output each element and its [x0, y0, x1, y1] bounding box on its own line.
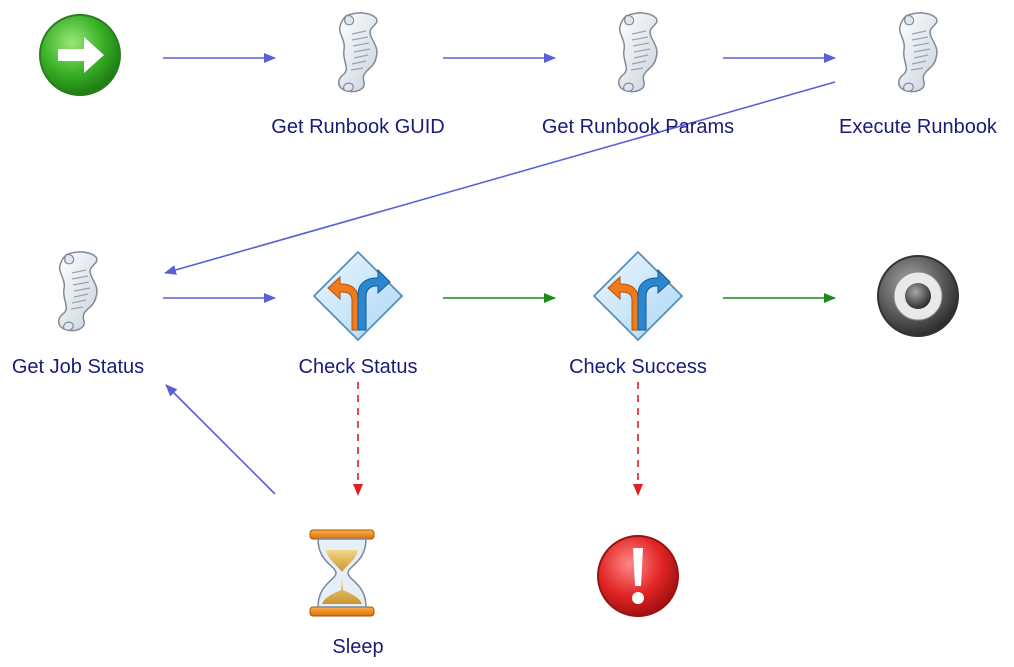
node-execute-runbook[interactable] — [897, 12, 938, 93]
node-get-runbook-guid[interactable] — [337, 12, 378, 93]
node-label-check-success: Check Success — [569, 356, 707, 378]
hourglass-icon — [309, 529, 375, 617]
node-check-status[interactable] — [313, 251, 403, 341]
script-scroll-icon — [617, 12, 658, 93]
connector-sleep-to-get-job-status[interactable] — [165, 384, 276, 495]
node-label-execute-runbook: Execute Runbook — [839, 116, 997, 138]
node-start[interactable] — [39, 14, 121, 96]
script-scroll-icon — [57, 251, 98, 332]
activities — [39, 12, 959, 617]
connectors — [163, 53, 836, 496]
error-exclamation-icon — [597, 535, 679, 617]
branch-decision-icon — [593, 251, 683, 341]
node-label-get-job-status: Get Job Status — [11, 356, 145, 378]
node-label-get-runbook-params: Get Runbook Params — [541, 116, 735, 138]
node-error[interactable] — [597, 535, 679, 617]
node-end[interactable] — [877, 255, 959, 337]
node-get-runbook-params[interactable] — [617, 12, 658, 93]
node-get-job-status[interactable] — [57, 251, 98, 332]
start-arrow-icon — [39, 14, 121, 96]
node-check-success[interactable] — [593, 251, 683, 341]
branch-decision-icon — [313, 251, 403, 341]
node-label-get-runbook-guid: Get Runbook GUID — [271, 116, 445, 138]
node-sleep[interactable] — [309, 529, 375, 617]
script-scroll-icon — [897, 12, 938, 93]
connector-execute-runbook-to-get-job-status[interactable] — [164, 81, 836, 275]
end-target-icon — [877, 255, 959, 337]
node-label-check-status: Check Status — [298, 356, 418, 378]
node-label-sleep: Sleep — [332, 636, 384, 658]
script-scroll-icon — [337, 12, 378, 93]
